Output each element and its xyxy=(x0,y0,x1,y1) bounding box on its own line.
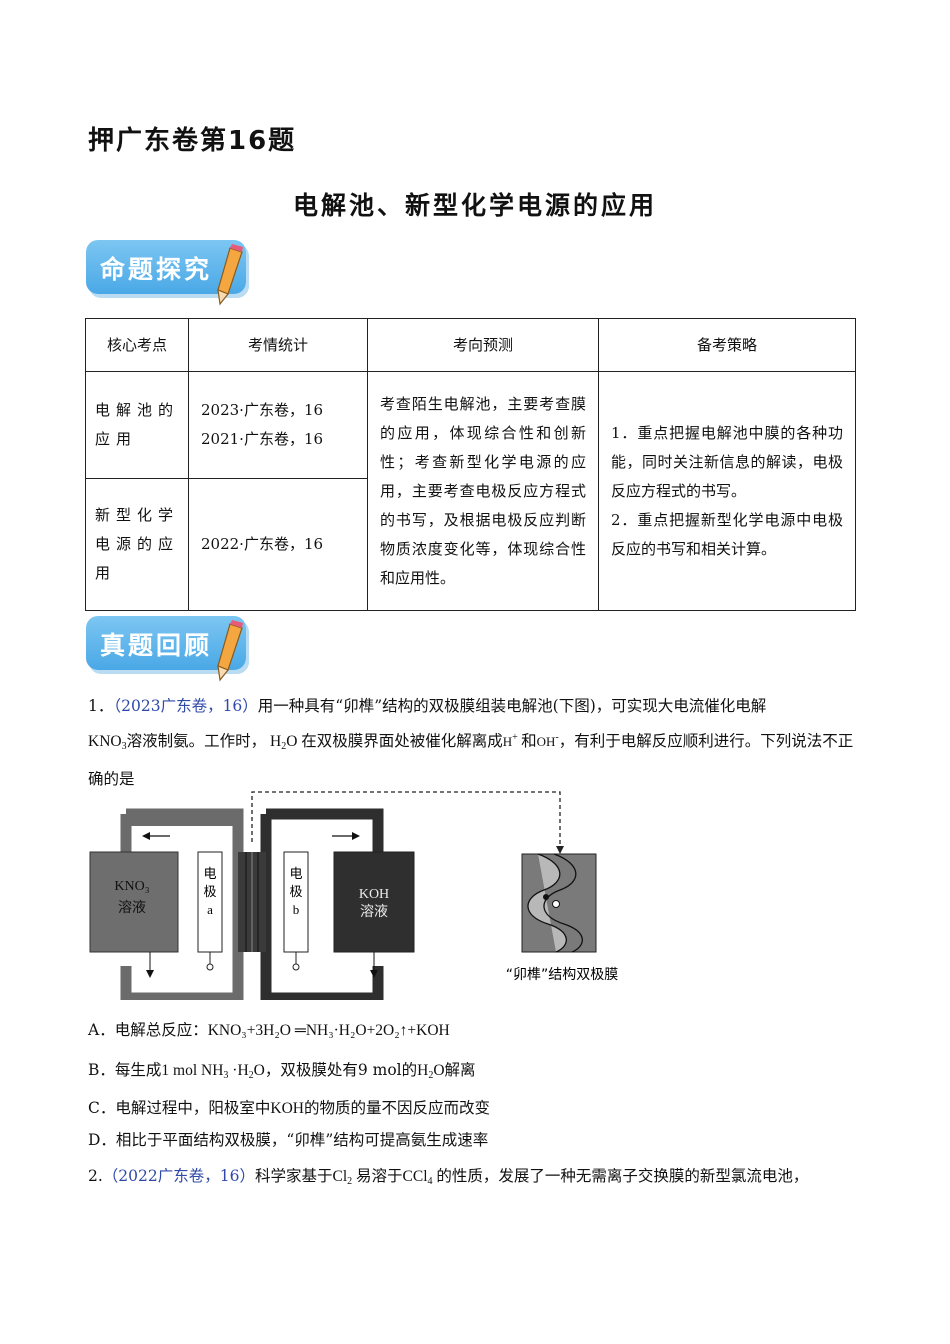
page-subtitle: 电解池、新型化学电源的应用 xyxy=(292,191,657,220)
pencil-icon xyxy=(217,244,243,306)
option-b: B．每生成1 mol NH3 ·H2O，双极膜处有9 mol的H2O解离 xyxy=(88,1058,476,1088)
question-number: 1． xyxy=(88,697,114,715)
option-a: A．电解总反应：KNO₃+3H₂O ═NH₃·H₂O+2O₂↑+KOH xyxy=(88,1018,450,1043)
core-point-battery: 新型化学电源的应用 xyxy=(85,478,189,611)
option-c-label: C．电解过程中，阳极室中 xyxy=(88,1099,271,1117)
question-number: 2. xyxy=(88,1167,103,1185)
formula-h-ion: H+ xyxy=(502,732,518,749)
question-text: 的性质，发展了一种无需离子交换膜的新型氯流电池， xyxy=(436,1167,809,1185)
electrolysis-cell-figure: KNO₃ 溶液 电 极 a 电 极 b KOH 溶液 “卯榫”结构双极膜 xyxy=(89,791,619,1000)
question-text: 科学家基于 xyxy=(254,1167,333,1185)
exam-analysis-table: 核心考点 考情统计 考向预测 备考策略 电解池的应用 2023·广东卷，16 2… xyxy=(85,318,856,611)
option-b-label: B．每生成 xyxy=(88,1061,162,1079)
formula-oh-ion: OH- xyxy=(536,732,559,749)
electrode-a-label: 极 xyxy=(203,885,216,900)
question-text: 用一种具有“卯榫”结构的双极膜组装电解池(下图)，可实现大电流催化电解 xyxy=(257,697,767,715)
left-solution-formula: KNO₃ xyxy=(114,879,149,894)
electrode-a-label: a xyxy=(207,902,213,917)
formula-kno3: KNO3 xyxy=(88,733,127,752)
formula-h2o: H2O xyxy=(417,1062,445,1081)
stats-entry: 2021·广东卷，16 xyxy=(201,430,324,448)
forecast-cell: 考查陌生电解池，主要考查膜的应用，体现综合性和创新性；考查新型化学电源的应用，主… xyxy=(367,371,599,611)
question-text: 在双极膜界面处被催化解离成 xyxy=(301,732,503,750)
option-d: D．相比于平面结构双极膜，“卯榫”结构可提高氨生成速率 xyxy=(88,1131,489,1149)
header-core-point: 核心考点 xyxy=(85,318,189,372)
electrode-b-label: 电 xyxy=(289,867,302,882)
formula-nh3h2o: 1 mol NH3 ·H2O xyxy=(161,1062,265,1081)
electrode-a-label: 电 xyxy=(203,867,216,882)
review-banner-label: 真题回顾 xyxy=(100,631,213,660)
right-solution-label: 溶液 xyxy=(360,904,388,920)
question-text: ，有利于电解反应顺利进行。下列说法不正确的是 xyxy=(88,732,854,788)
electrode-b-label: 极 xyxy=(289,885,302,900)
left-solution-label: 溶液 xyxy=(118,900,146,916)
question-source: （2023广东卷，16） xyxy=(113,697,258,715)
formula-h2o: H2O xyxy=(266,733,302,752)
option-b-text: 解离 xyxy=(444,1061,476,1079)
stats-cell-1: 2023·广东卷，16 2021·广东卷，16 xyxy=(188,371,368,479)
question-text: 和 xyxy=(521,732,537,750)
question-1: 1．（2023广东卷，16）用一种具有“卯榫”结构的双极膜组装电解池(下图)，可… xyxy=(88,690,858,795)
option-b-text: ，双极膜处有9 mol的 xyxy=(264,1061,418,1079)
option-a-label: A．电解总反应： xyxy=(88,1021,208,1039)
review-banner: 真题回顾 xyxy=(86,616,262,682)
stats-entry: 2023·广东卷，16 xyxy=(201,401,324,419)
option-c: C．电解过程中，阳极室中KOH的物质的量不因反应而改变 xyxy=(88,1096,490,1121)
header-stats: 考情统计 xyxy=(188,318,368,372)
right-solution-formula: KOH xyxy=(359,887,389,902)
formula-cl2: Cl2 xyxy=(332,1168,353,1187)
strategy-item: 2．重点把握新型化学电源中电极反应的书写和相关计算。 xyxy=(611,510,843,558)
strategy-item: 1．重点把握电解池中膜的各种功能，同时关注新信息的解读，电极反应方程式的书写。 xyxy=(611,423,843,500)
stats-entry: 2022·广东卷，16 xyxy=(201,535,324,553)
exploration-banner: 命题探究 xyxy=(86,240,262,306)
question-text: 溶液制氨。工作时， xyxy=(126,732,267,750)
pencil-icon xyxy=(217,620,243,682)
question-text: 易溶于 xyxy=(356,1167,403,1185)
question-2: 2.（2022广东卷，16）科学家基于Cl2 易溶于CCl4 的性质，发展了一种… xyxy=(88,1160,858,1198)
header-strategy: 备考策略 xyxy=(598,318,856,372)
exploration-banner-label: 命题探究 xyxy=(100,255,213,284)
strategy-cell: 1．重点把握电解池中膜的各种功能，同时关注新信息的解读，电极反应方程式的书写。 … xyxy=(598,371,856,611)
header-forecast: 考向预测 xyxy=(367,318,599,372)
page-title: 押广东卷第16题 xyxy=(88,126,297,156)
core-point-electrolysis: 电解池的应用 xyxy=(85,371,189,479)
formula-koh: KOH xyxy=(270,1100,304,1117)
stats-cell-2: 2022·广东卷，16 xyxy=(188,478,368,611)
option-c-text: 的物质的量不因反应而改变 xyxy=(303,1099,490,1117)
question-source: （2022广东卷，16） xyxy=(102,1167,255,1185)
membrane-caption: “卯榫”结构双极膜 xyxy=(506,967,619,983)
formula-ccl4: CCl4 xyxy=(402,1168,433,1187)
option-a-equation: KNO₃+3H₂O ═NH₃·H₂O+2O₂↑+KOH xyxy=(207,1022,450,1039)
electrode-b-label: b xyxy=(293,902,300,917)
